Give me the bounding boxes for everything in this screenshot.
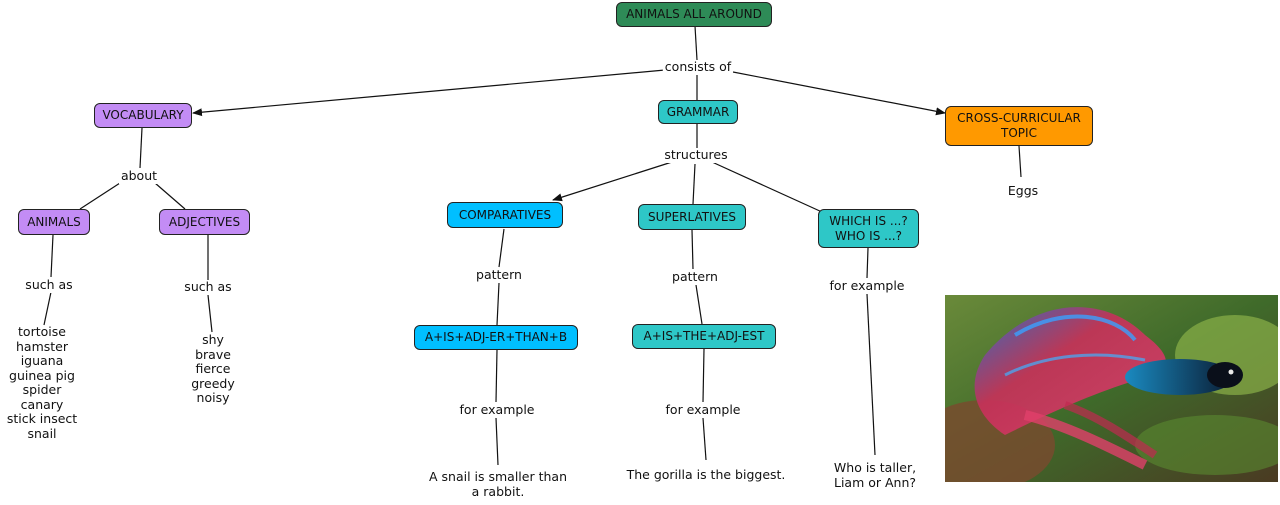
comparative-pattern-node[interactable]: A+IS+ADJ-ER+THAN+B xyxy=(414,325,578,350)
animals-node[interactable]: ANIMALS xyxy=(18,209,90,235)
link-about: about xyxy=(118,168,160,184)
betta-fish-photo xyxy=(945,295,1278,482)
comparative-example: A snail is smaller than a rabbit. xyxy=(426,469,570,499)
root-node[interactable]: ANIMALS ALL AROUND xyxy=(616,2,772,27)
link-consists-of: consists of xyxy=(662,59,734,75)
superlative-example: The gorilla is the biggest. xyxy=(624,467,788,483)
link-for-example-comparatives: for example xyxy=(457,402,537,418)
link-for-example-superlatives: for example xyxy=(663,402,743,418)
animals-list: tortoise hamster iguana guinea pig spide… xyxy=(6,324,78,441)
vocabulary-node[interactable]: VOCABULARY xyxy=(94,103,192,128)
cross-curricular-node[interactable]: CROSS-CURRICULAR TOPIC xyxy=(945,106,1093,146)
link-for-example-which: for example xyxy=(827,278,907,294)
superlatives-node[interactable]: SUPERLATIVES xyxy=(638,204,746,230)
link-pattern-superlatives: pattern xyxy=(670,269,720,285)
superlative-pattern-node[interactable]: A+IS+THE+ADJ-EST xyxy=(632,324,776,349)
adjectives-list: shy brave fierce greedy noisy xyxy=(191,332,235,405)
link-structures: structures xyxy=(662,147,730,163)
link-such-as-adjectives: such as xyxy=(182,279,234,295)
grammar-node[interactable]: GRAMMAR xyxy=(658,100,738,124)
comparatives-node[interactable]: COMPARATIVES xyxy=(447,202,563,228)
eggs-text: Eggs xyxy=(1005,183,1041,199)
which-example: Who is taller, Liam or Ann? xyxy=(831,460,919,490)
which-who-node[interactable]: WHICH IS ...? WHO IS ...? xyxy=(818,209,919,248)
betta-fish-illustration xyxy=(945,295,1278,482)
link-such-as-animals: such as xyxy=(23,277,75,293)
link-pattern-comparatives: pattern xyxy=(474,267,524,283)
adjectives-node[interactable]: ADJECTIVES xyxy=(159,209,250,235)
